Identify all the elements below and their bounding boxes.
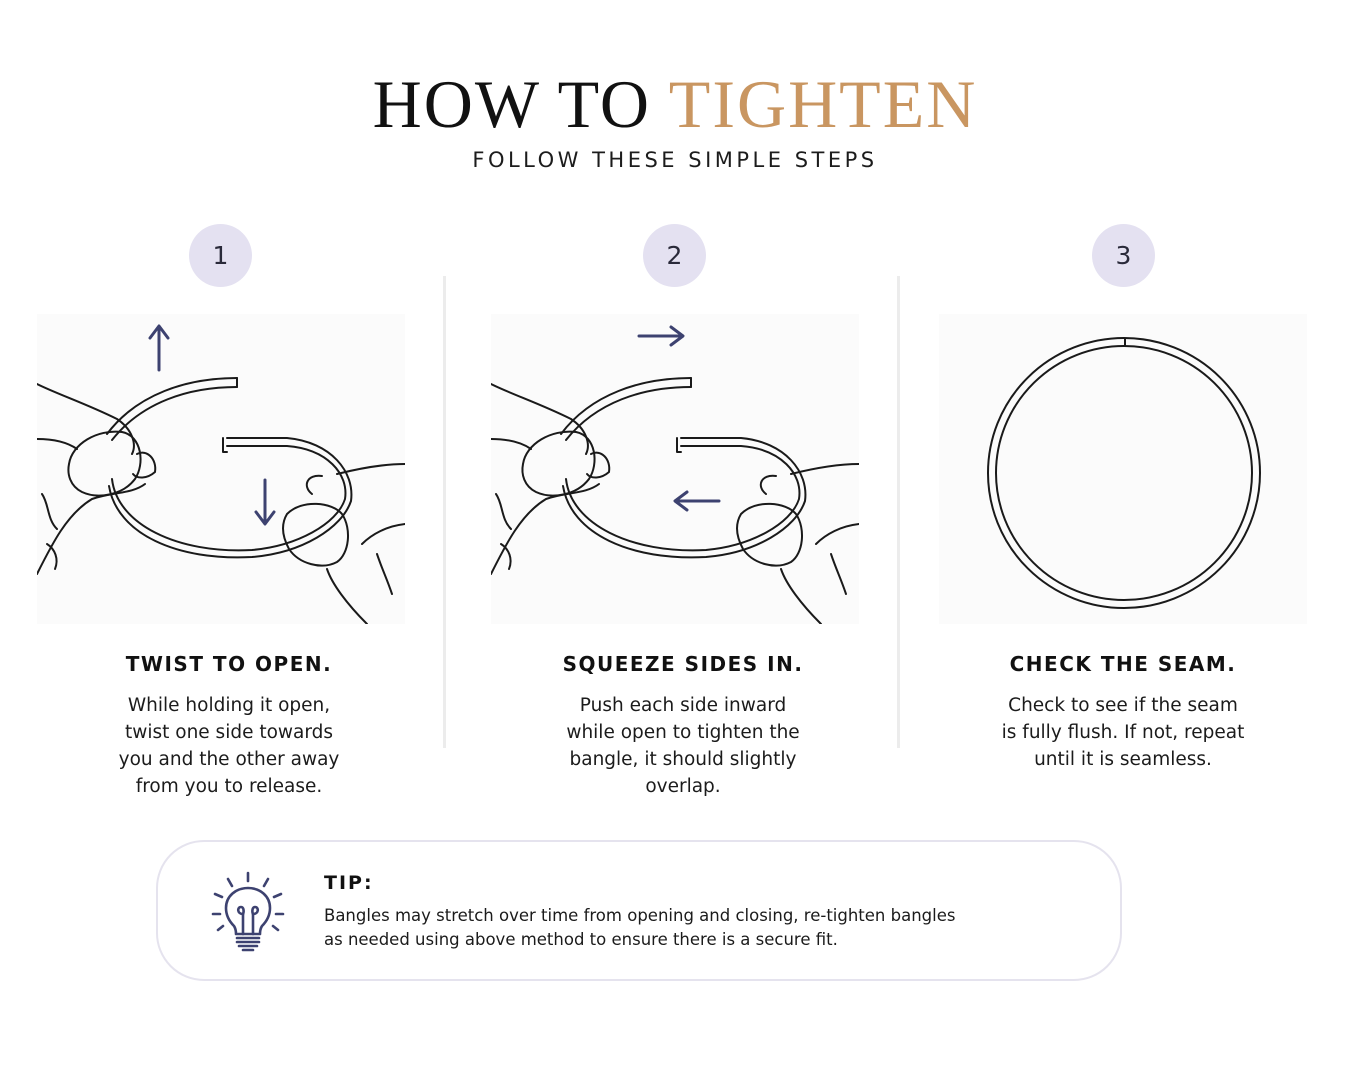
step-2-description: Push each side inward while open to tigh… <box>566 695 800 797</box>
step-1-illustration <box>37 314 405 624</box>
step-3-number-badge: 3 <box>1092 224 1155 287</box>
hands-twisting-bangle-image <box>37 324 405 624</box>
tip-title: TIP: <box>324 872 374 894</box>
step-3-illustration <box>939 314 1307 624</box>
column-divider-2 <box>897 276 900 748</box>
step-2-title: SQUEEZE SIDES IN. <box>562 652 804 676</box>
page-title: HOW TO TIGHTEN <box>0 66 1350 142</box>
step-1-description: While holding it open, twist one side to… <box>118 695 340 797</box>
step-1-title: TWIST TO OPEN. <box>125 652 333 676</box>
lightbulb-icon <box>211 871 285 952</box>
title-part-1: HOW TO <box>372 66 651 142</box>
step-2-number-badge: 2 <box>643 224 706 287</box>
tip-text: Bangles may stretch over time from openi… <box>324 906 956 949</box>
step-3-description: Check to see if the seam is fully flush.… <box>1001 695 1245 770</box>
page-subtitle: FOLLOW THESE SIMPLE STEPS <box>472 148 878 172</box>
closed-bangle-image <box>987 337 1261 609</box>
tip-box: TIP: Bangles may stretch over time from … <box>156 840 1122 981</box>
step-1-number-badge: 1 <box>189 224 252 287</box>
step-2-illustration <box>491 314 859 624</box>
title-part-2: TIGHTEN <box>668 66 978 142</box>
step-3-title: CHECK THE SEAM. <box>1009 652 1237 676</box>
hands-squeezing-bangle-image <box>491 325 859 624</box>
column-divider-1 <box>443 276 446 748</box>
